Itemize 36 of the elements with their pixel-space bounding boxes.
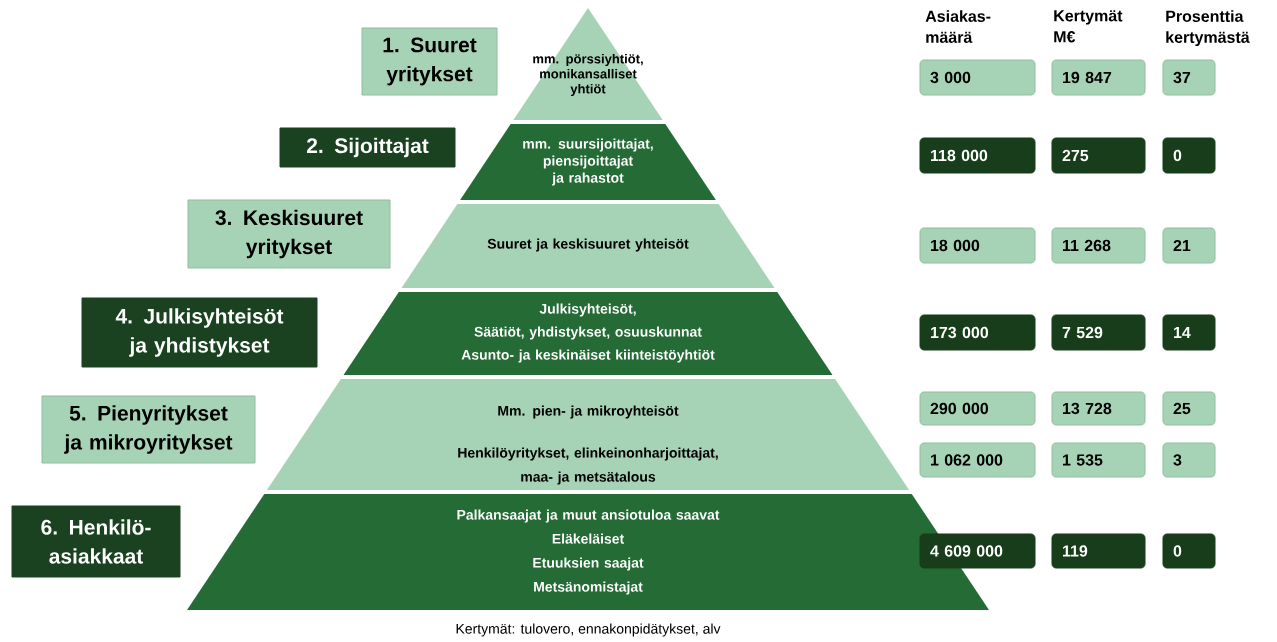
level-label-box: 2. Sijoittajat (279, 127, 456, 168)
pyramid-tier: mm. pörssiyhtiöt, monikansalliset yhtiöt (513, 8, 663, 120)
value-box: 14 (1162, 314, 1216, 351)
pyramid-tier: mm. suursijoittajat, piensijoittajat ja rahastot (460, 124, 716, 200)
level-label-box: 6. Henkilö- asiakkaat (11, 505, 181, 578)
pyramid-tier: Suuret ja keskisuuret yhteisöt (401, 204, 775, 288)
value-box: 275 (1051, 137, 1146, 174)
value-box: 3 000 (919, 59, 1036, 96)
value-box: 21 (1162, 227, 1216, 264)
pyramid-tier: Mm. pien- ja mikroyhteisöt Henkilöyritykset, elinkeinonharjoittajat, maa- ja metsätalous (266, 379, 910, 490)
value-box: 0 (1162, 137, 1216, 174)
column-header: Prosenttia kertymästä (1166, 10, 1250, 47)
value-box: 1 535 (1051, 442, 1146, 478)
value-box: 290 000 (919, 391, 1036, 426)
value-box: 4 609 000 (919, 533, 1036, 569)
level-label-box: 4. Julkisyhteisöt ja yhdistykset (81, 297, 318, 368)
value-box: 0 (1162, 533, 1216, 569)
column-header: Kertymät M€ (1054, 10, 1123, 43)
value-box: 18 000 (919, 227, 1036, 264)
value-box: 1 062 000 (919, 442, 1036, 478)
value-box: 119 (1051, 533, 1146, 569)
column-header: Asiakas- määrä (925, 10, 991, 43)
value-box: 11 268 (1051, 227, 1146, 264)
level-label-box: 3. Keskisuuret yritykset (187, 199, 391, 269)
value-box: 13 728 (1051, 391, 1146, 426)
value-box: 7 529 (1051, 314, 1146, 351)
value-box: 173 000 (919, 314, 1036, 351)
value-box: 118 000 (919, 137, 1036, 174)
value-box: 37 (1162, 59, 1216, 96)
caption: Kertymät: tulovero, ennakonpidätykset, alv (456, 623, 721, 637)
pyramid-tier: Julkisyhteisöt, Säätiöt, yhdistykset, osuuskunnat Asunto- ja keskinäiset kiinteistöyhtiöt (343, 292, 833, 375)
value-box: 19 847 (1051, 59, 1146, 96)
value-box: 3 (1162, 442, 1216, 478)
level-label-box: 1. Suuret yritykset (361, 27, 498, 96)
value-box: 25 (1162, 391, 1216, 426)
level-label-box: 5. Pienyritykset ja mikroyritykset (41, 395, 256, 464)
